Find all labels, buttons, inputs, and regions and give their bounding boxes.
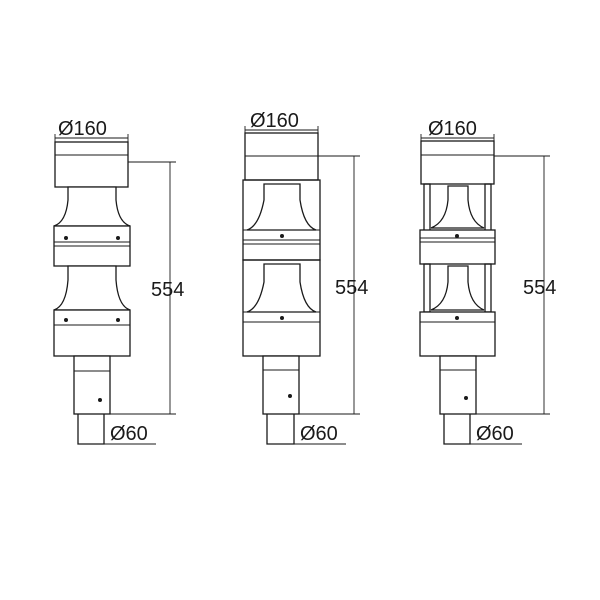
view-1-top-diameter-label: Ø160 (58, 118, 107, 140)
view-3-pole (443, 414, 471, 445)
view-3-base-diameter-label: Ø60 (476, 423, 514, 445)
view-3-pole-adapter (439, 355, 477, 415)
view-2-height-label: 554 (335, 277, 368, 299)
view-1-upper-reflector (53, 186, 131, 227)
view-1-pole-adapter (73, 355, 111, 415)
view-3-top-cap (420, 140, 495, 185)
view-3-height-label: 554 (523, 277, 556, 299)
view-1-lower-band (53, 309, 131, 357)
view-2-pole-adapter (262, 355, 300, 415)
view-2-lower-reflector (246, 263, 317, 313)
view-2-pole (266, 414, 295, 445)
view-3-lower-column-right (484, 263, 492, 313)
view-3-upper-column-left (423, 183, 431, 233)
view-2-base-diameter-label: Ø60 (300, 423, 338, 445)
view-3-top-diameter-label: Ø160 (428, 118, 477, 140)
view-1-height-label: 554 (151, 279, 184, 301)
view-2-top-cap (244, 132, 319, 181)
view-2-dimensions: Ø160 554 Ø60 (244, 110, 368, 445)
view-3-upper-reflector (430, 185, 485, 229)
view-3-lower-reflector (430, 265, 485, 311)
view-3-lower-column-left (423, 263, 431, 313)
view-3-lamp (419, 140, 496, 445)
view-3-upper-column-right (484, 183, 492, 233)
view-2-lamp (242, 132, 321, 445)
view-1-top-cap (54, 141, 129, 188)
view-3-dimensions: Ø160 554 Ø60 (420, 118, 556, 445)
view-1-lower-reflector (53, 265, 131, 311)
view-2-top-diameter-label: Ø160 (250, 110, 299, 132)
view-1-lamp (53, 141, 131, 445)
view-1-base-diameter-label: Ø60 (110, 423, 148, 445)
view-2-upper-reflector (246, 183, 317, 231)
view-1-pole (77, 414, 105, 445)
view-1-dimensions: Ø160 554 Ø60 (54, 118, 184, 445)
